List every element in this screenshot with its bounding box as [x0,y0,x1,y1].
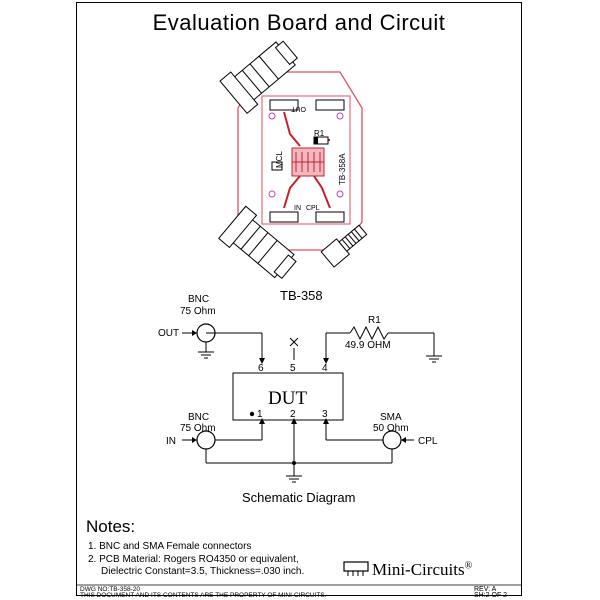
pin-5-label: 5 [290,363,296,374]
drawing-frame [76,2,522,596]
board-flange [269,211,299,223]
silk-in-label: IN [294,205,301,212]
note-item: 1. BNC and SMA Female connectors [88,541,252,552]
trace [283,175,301,209]
pin-4-label: 4 [322,363,328,374]
r1-name: R1 [368,315,381,326]
sheet-number: SH:2 OF 2 [474,592,508,599]
mini-circuits-logo: Mini-Circuits® [372,560,472,580]
cpl-connector-type: SMA [380,412,402,423]
notes-heading: Notes: [86,517,136,536]
pin-6-label: 6 [258,363,264,374]
pin-1-dot [249,411,255,417]
mounting-hole [268,112,276,120]
cpl-port-label: CPL [418,436,438,447]
out-port-label: OUT [158,328,179,339]
mounting-hole [268,190,276,198]
silk-out-label: OUT [291,105,307,112]
silk-cpl-label: CPL [306,205,320,212]
r1-value: 49.9 OHM [345,340,391,351]
in-connector-type: BNC [188,412,209,423]
page-title: Evaluation Board and Circuit [152,10,446,35]
pin-2-label: 2 [290,409,296,420]
silk-r1-label: R1 [314,129,325,138]
board-inner-outline [261,95,351,225]
note-item: Dielectric Constant=3.5, Thickness=.030 … [101,566,305,577]
trace [283,111,301,147]
in-connector-impedance: 75 Ohm [180,423,216,434]
logo-text: Mini-Circuits [372,560,465,579]
pin-1-label: 1 [257,409,263,420]
out-connector-impedance: 75 Ohm [180,306,216,317]
silk-mcl-label: MCL [275,151,284,168]
schematic-caption: Schematic Diagram [242,490,356,505]
in-port-label: IN [166,436,176,447]
dut-label: DUT [268,388,307,409]
mini-circuits-chip-icon [343,561,369,576]
board-flange [269,99,299,111]
small-pad [271,161,283,171]
registered-mark: ® [464,560,473,572]
out-bnc-connector-drawing [219,40,298,114]
note-item: 2. PCB Material: Rogers RO4350 or equiva… [88,554,299,565]
board-part-label: TB-358 [280,288,323,303]
revision: REV: A [474,586,497,593]
out-connector-type: BNC [188,294,209,305]
property-notice: THIS DOCUMENT AND ITS CONTENTS ARE THE P… [80,592,327,599]
silk-tb-label: TB-358A [338,153,347,185]
pin-3-label: 3 [322,409,328,420]
cpl-connector-impedance: 50 Ohm [373,423,409,434]
trace [313,175,331,209]
cpl-sma-connector-drawing [320,224,368,268]
drawing-number: DWG NO:TB-358-20 [80,586,140,593]
mounting-hole [336,112,344,120]
r1-symbol [349,325,389,341]
in-bnc-connector-drawing [218,205,297,280]
board-flange [315,99,345,111]
mounting-hole [336,190,344,198]
board-flange [315,211,345,223]
